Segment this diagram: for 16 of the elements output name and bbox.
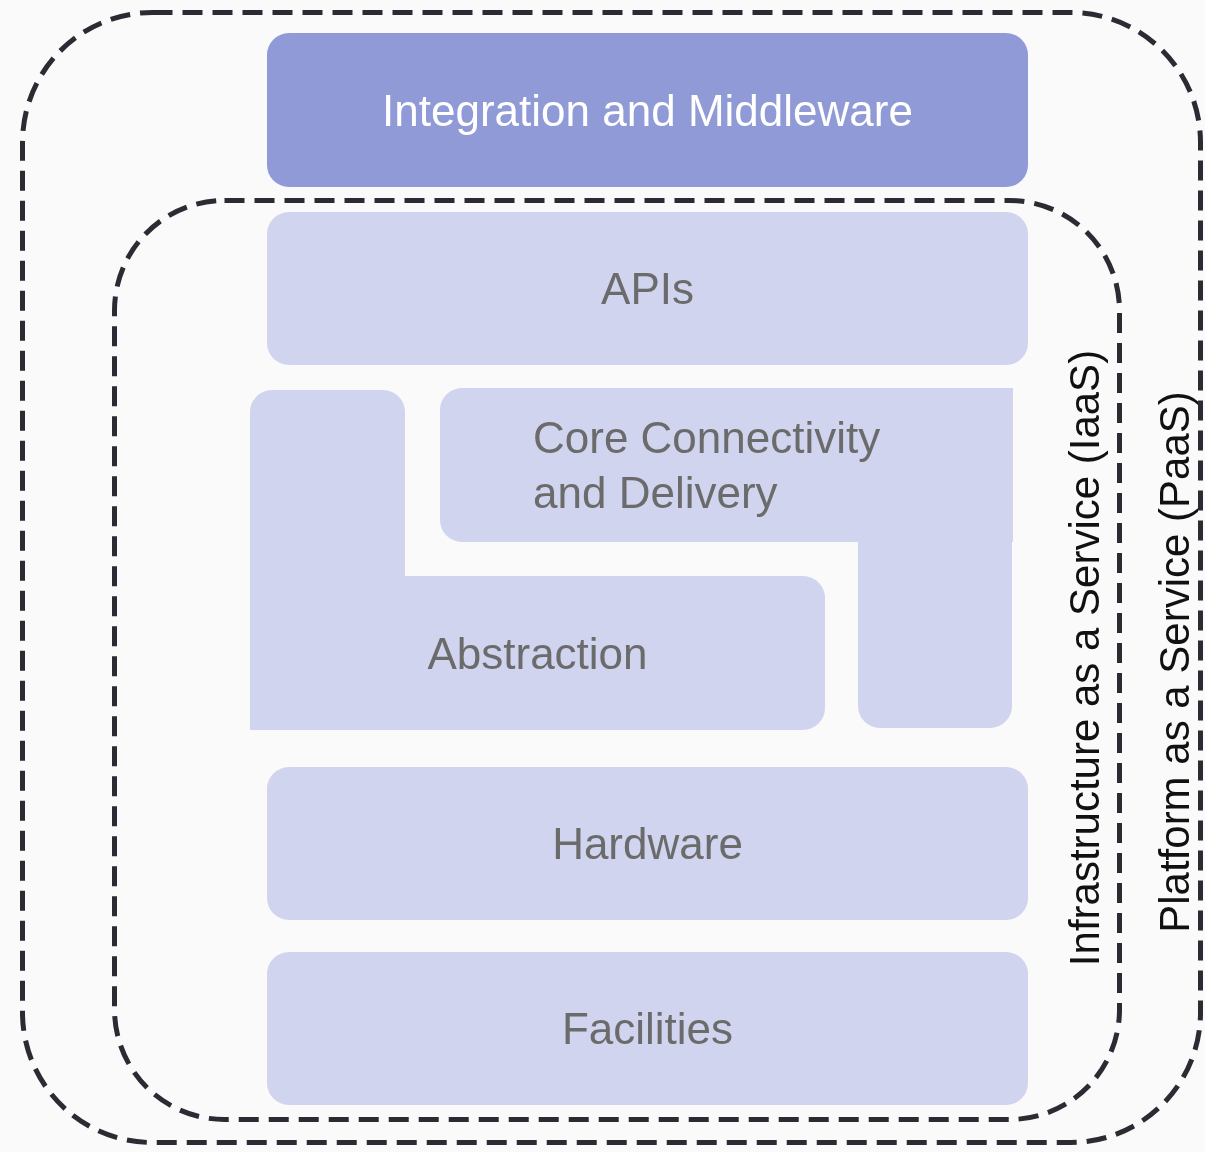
layer-box	[250, 576, 825, 730]
layer-label: Platform as a Service (PaaS)	[1151, 391, 1199, 933]
layer-name: APIs	[601, 263, 694, 315]
layer-name: Abstraction	[427, 627, 648, 680]
layer-box	[267, 212, 1028, 365]
layer-name: Core Connectivity and Delivery	[533, 412, 882, 519]
layer-label: Infrastructure as a Service (IaaS)	[1061, 349, 1109, 967]
layer-block	[250, 390, 405, 576]
layer-name: Hardware	[552, 818, 743, 870]
layer-box	[267, 33, 1028, 187]
layer-box	[440, 388, 1013, 542]
layer-box	[267, 952, 1028, 1105]
layer-box	[267, 767, 1028, 920]
layer-name: Integration and Middleware	[382, 84, 913, 137]
layer-block	[858, 542, 1012, 728]
layer-name: Facilities	[561, 1003, 734, 1055]
